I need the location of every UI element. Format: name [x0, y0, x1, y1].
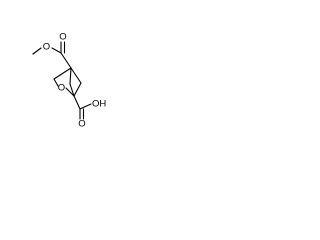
- bond-c4-c5: [69, 67, 72, 85]
- hydroxyl-label: OH: [92, 99, 106, 110]
- bond-c5-c1: [69, 83, 75, 97]
- bond-o-carbonyl: [51, 47, 62, 54]
- bond-c4-c6: [70, 67, 82, 84]
- carbonyl-oxygen-bottom-label: O: [78, 119, 85, 130]
- bond-o2-c1: [65, 87, 75, 97]
- ester-oxygen-label: O: [43, 42, 50, 53]
- chemical-structure: O O O O OH: [32, 32, 107, 130]
- bond-acid-oh: [79, 103, 92, 110]
- bond-c3-o2: [53, 78, 59, 87]
- bond-methyl-o: [32, 47, 42, 55]
- bond-c6-c1: [73, 82, 82, 97]
- carbonyl-oxygen-top-label: O: [59, 32, 66, 43]
- bond-c4-c3: [53, 67, 72, 80]
- bond-c1-acid: [73, 95, 81, 110]
- atom-labels: O O O O OH: [43, 32, 107, 130]
- bond-lines: [32, 41, 92, 120]
- bond-carbonyl-c4: [60, 52, 72, 69]
- ring-oxygen-label: O: [58, 83, 65, 94]
